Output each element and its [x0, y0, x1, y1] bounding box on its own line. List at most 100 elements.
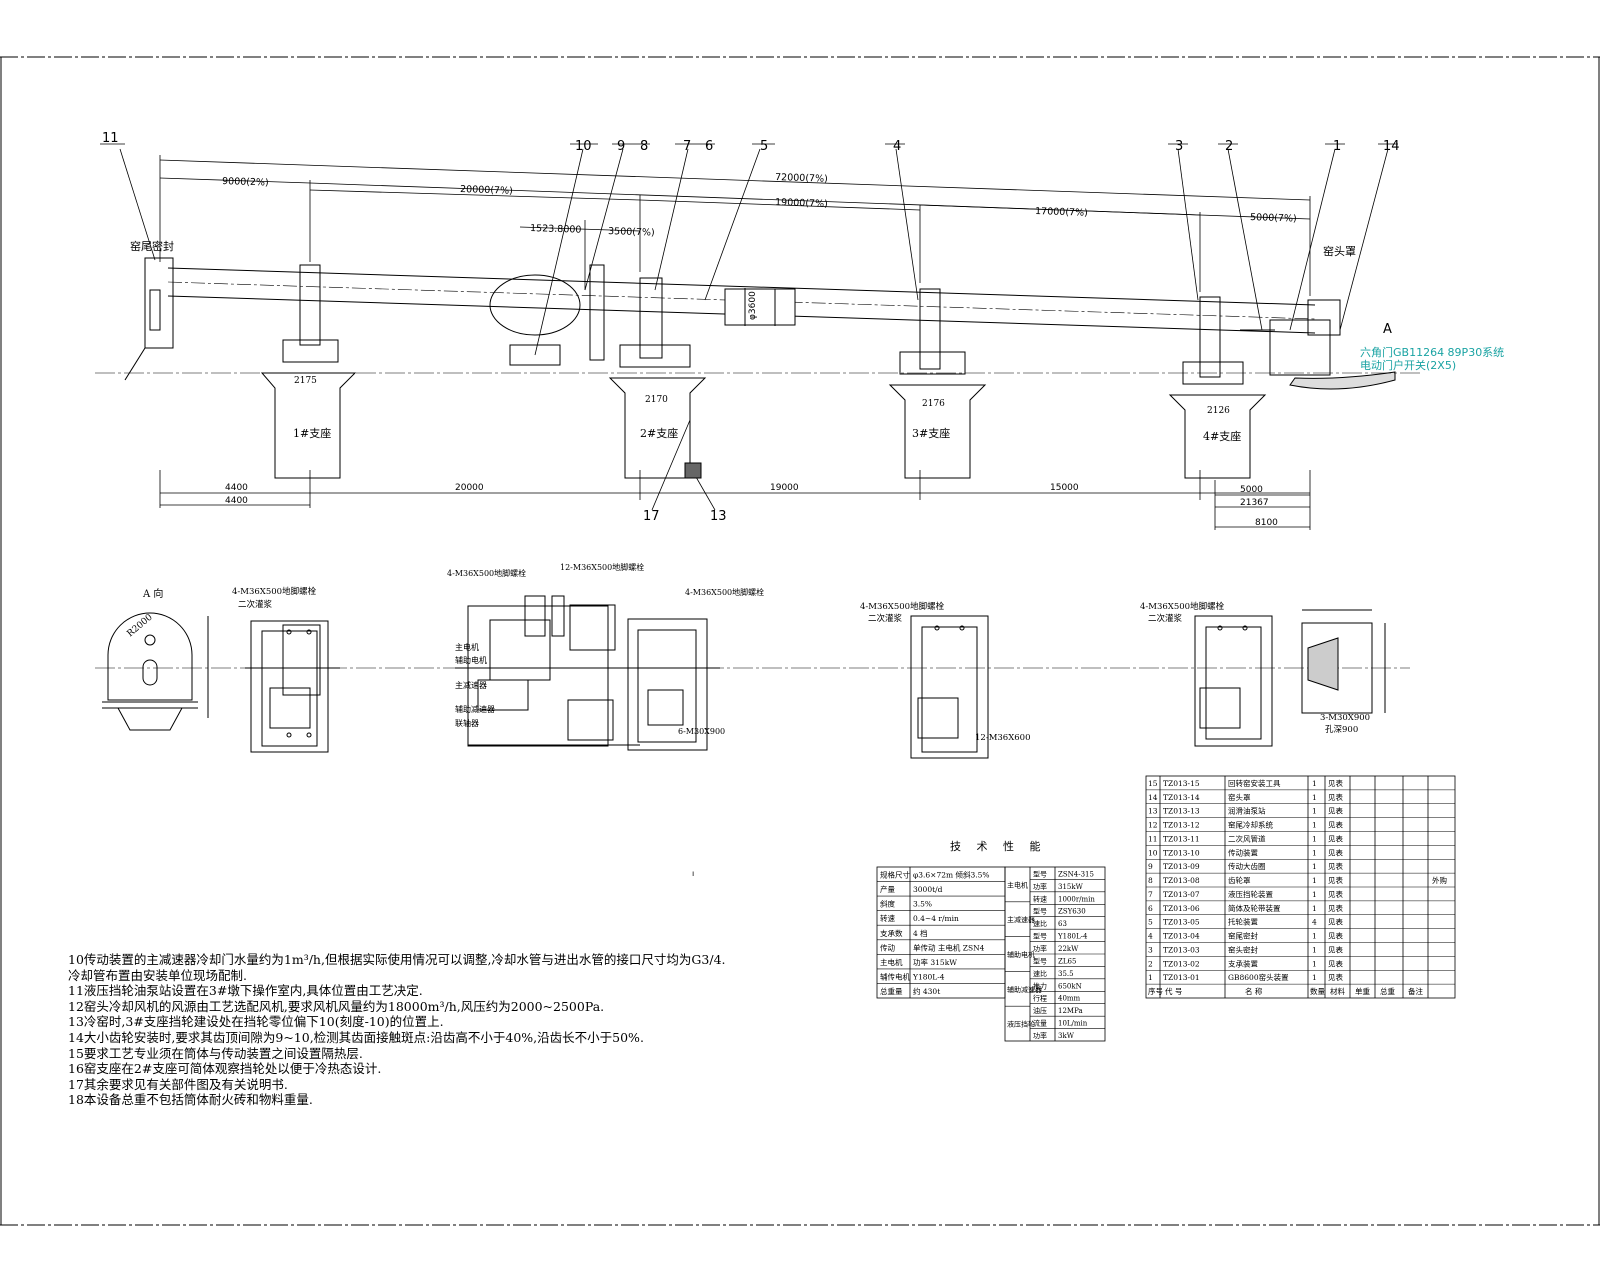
balloon-1: 1	[1333, 139, 1341, 154]
dim-bottom-right-3: 8100	[1255, 518, 1278, 528]
parts-cell: TZ013-09	[1163, 862, 1200, 871]
support-labels: 1#支座 2#支座 3#支座 4#支座 窑尾密封 窑头罩 2175 2170 2…	[130, 239, 1356, 443]
note-16: 16窑支座在2#支座可简体观察挡轮处以便于冷热态设计.	[68, 1061, 382, 1077]
spec-right-key: 推力	[1033, 981, 1047, 990]
note-10b: 冷却管布置由安装单位现场配制.	[68, 967, 247, 983]
spec-right-key: 流量	[1033, 1019, 1047, 1028]
note-15: 15要求工艺专业须在筒体与传动装置之间设置隔热层.	[68, 1045, 363, 1061]
drive-bolts-3: 4-M36X500地脚螺栓	[685, 587, 764, 597]
spec-right-key: 速比	[1033, 919, 1047, 928]
parts-cell: 4	[1148, 932, 1153, 941]
spec-group-label: 主减速器	[1007, 915, 1035, 924]
balloon-leaders	[100, 143, 1398, 511]
balloon-7: 7	[683, 139, 691, 154]
support-1-label: 1#支座	[293, 426, 331, 440]
support-3	[888, 288, 987, 479]
cyan-notes: 六角门GB11264 89P30系统 电动门户开关(2X5)	[1360, 345, 1504, 372]
dim-base-a: 4400	[225, 483, 248, 493]
support-1	[260, 264, 357, 479]
note-14: 14大小齿轮安装时,要求其齿顶间隙为9~10,检测其齿面接触斑点:沿齿高不小于4…	[68, 1029, 644, 1045]
spec-table-title: 技 术 性 能	[950, 840, 1047, 853]
parts-cell: TZ013-07	[1163, 890, 1200, 899]
note-13: 13冷窑时,3#支座挡轮建设处在挡轮零位偏下10(刻度-10)的位置上.	[68, 1014, 444, 1030]
parts-cell: 1	[1312, 945, 1317, 954]
plan3-bar: 12-M36X600	[975, 733, 1030, 743]
parts-header-cell: 单重	[1355, 986, 1371, 996]
parts-cell: 润滑油泵站	[1228, 806, 1266, 816]
spec-right-value: 650kN	[1058, 982, 1082, 990]
parts-cell: 齿轮罩	[1228, 875, 1251, 885]
spec-row-key: 主电机	[880, 957, 903, 967]
drive-fan3: 主减速器	[455, 680, 487, 690]
width-2175: 2175	[294, 376, 317, 386]
note-18: 18本设备总重不包括筒体耐火砖和物料重量.	[68, 1092, 313, 1108]
spec-row-value: 3.5%	[913, 900, 932, 909]
parts-cell: 简体及轮带装置	[1228, 903, 1281, 913]
spec-group-label: 辅助减速器	[1007, 985, 1042, 994]
note-12: 12窑头冷却风机的风源由工艺选配风机,要求风机风量约为18000m³/h,风压约…	[68, 998, 605, 1014]
parts-cell: TZ013-04	[1163, 932, 1200, 941]
spec-right-value: 10L/min	[1058, 1020, 1088, 1028]
spec-right-value: 22kW	[1058, 945, 1079, 953]
dim-right-small: 5000(7%)	[1250, 212, 1297, 225]
parts-cell: TZ013-12	[1163, 821, 1200, 830]
support-4-label: 4#支座	[1203, 429, 1241, 443]
foundation-plan-1-texts: 4-M36X500地脚螺栓 二次灌浆	[232, 586, 317, 610]
parts-cell: 支承装置	[1228, 958, 1258, 968]
parts-cell: 见表	[1328, 833, 1344, 843]
spec-row-key: 规格尺寸	[880, 870, 910, 880]
parts-cell: 见表	[1328, 820, 1344, 830]
dimension-texts: 72000(7%) 9000(2%) 20000(7%) 17000(7%) 1…	[222, 172, 1297, 239]
parts-cell: 6	[1148, 904, 1153, 913]
note-17: 17其余要求见有关部件图及有关说明书.	[68, 1076, 288, 1092]
spec-group-label: 辅助电机	[1007, 950, 1035, 959]
balloon-10: 10	[575, 139, 592, 154]
parts-cell: TZ013-06	[1163, 904, 1200, 913]
parts-header-cell: 材料	[1330, 986, 1346, 996]
spec-row-value: φ3.6×72m 倾斜3.5%	[913, 870, 990, 880]
parts-cell: TZ013-02	[1163, 959, 1200, 968]
parts-cell: 15	[1148, 779, 1158, 788]
balloon-numbers: 11 10 9 8 7 6 5 4 3 2 1 14 17 13 A	[102, 131, 1400, 524]
plan4-bolts: 4-M36X500地脚螺栓	[1140, 601, 1225, 612]
parts-cell: 见表	[1328, 847, 1344, 857]
dim-base-b: 4400	[225, 496, 248, 506]
plan4-grout: 二次灌浆	[1148, 613, 1183, 624]
spec-row-value: 约 430t	[913, 986, 940, 996]
balloon-13: 13	[710, 509, 727, 524]
drive-bar: 6-M30X900	[678, 727, 725, 736]
parts-cell: 窑头密封	[1228, 944, 1258, 954]
spec-right-value: Y180L-4	[1057, 933, 1088, 941]
parts-header-cell: 备注	[1408, 986, 1424, 996]
spec-row-key: 产量	[880, 884, 895, 894]
balloon-4: 4	[893, 139, 901, 154]
spec-right-value: ZSY630	[1058, 908, 1086, 916]
parts-cell: TZ013-11	[1163, 834, 1200, 843]
parts-cell: TZ013-15	[1163, 779, 1200, 788]
plan1-grout: 二次灌浆	[238, 599, 273, 610]
spec-row-key: 转速	[880, 913, 895, 923]
head-section-texts: 3-M30X900 孔深900	[1320, 713, 1370, 735]
spec-group-label: 主电机	[1007, 880, 1028, 889]
note-11: 11液压挡轮油泵站设置在3#墩下操作室内,具体位置由工艺决定.	[68, 983, 423, 999]
parts-cell: 见表	[1328, 806, 1344, 816]
foundation-plan-4	[1194, 615, 1273, 747]
drive-plan-texts: 4-M36X500地脚螺栓 12-M36X500地脚螺栓 4-M36X500地脚…	[447, 562, 764, 736]
parts-cell: 8	[1148, 876, 1153, 885]
baseline-texts: 4400 4400 20000 19000 15000 5000 21367 8…	[225, 483, 1278, 528]
dim-span-left: 9000(2%)	[222, 176, 269, 189]
dim-base-mid: 19000	[770, 483, 799, 493]
parts-cell: 见表	[1328, 792, 1344, 802]
parts-cell: 1	[1312, 876, 1317, 885]
support-2-label: 2#支座	[640, 426, 678, 440]
dim-base-right: 15000	[1050, 483, 1079, 493]
parts-cell: TZ013-10	[1163, 848, 1200, 857]
parts-cell: 1	[1312, 932, 1317, 941]
parts-cell: 见表	[1328, 903, 1344, 913]
parts-header-cell: 总重	[1380, 986, 1396, 996]
parts-cell: 7	[1148, 890, 1153, 899]
parts-cell: 4	[1312, 918, 1317, 927]
width-2176: 2176	[922, 399, 945, 409]
view-a-title: A 向	[142, 587, 163, 600]
